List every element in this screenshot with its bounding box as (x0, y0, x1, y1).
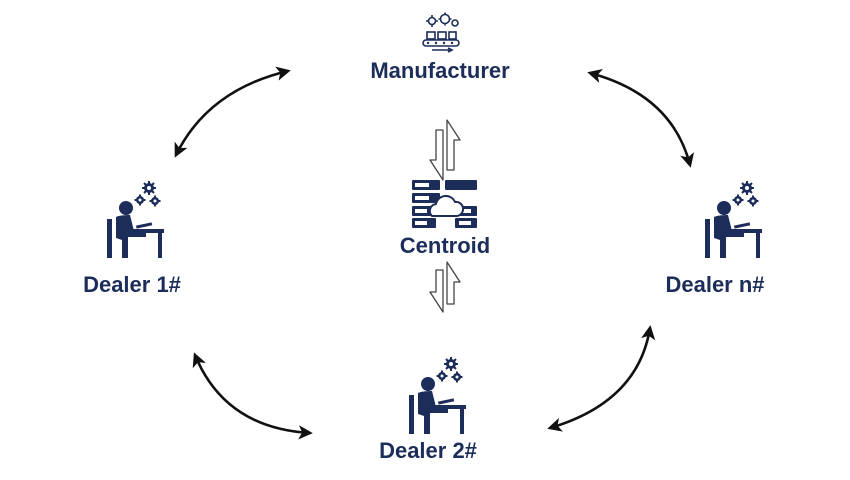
link-manufacturer-dealer-1 (174, 66, 291, 158)
dealer-1-person-desk-icon (100, 180, 164, 265)
centroid-label: Centroid (399, 233, 491, 258)
link-centroid-dealer-2 (429, 261, 461, 313)
dealer-1-label: Dealer 1# (83, 272, 181, 297)
cloud-server-icon (412, 180, 478, 233)
dealer-2-label: Dealer 2# (379, 438, 477, 463)
dealer-n-label: Dealer n# (665, 272, 765, 297)
dealer-n-person-desk-icon (698, 180, 762, 265)
link-dealer-2-dealer-n (547, 325, 656, 432)
link-manufacturer-dealer-n (587, 69, 695, 168)
link-manufacturer-centroid (429, 119, 461, 181)
factory-conveyor-icon (418, 12, 462, 59)
link-dealer-1-dealer-2 (192, 352, 313, 440)
dealer-2-person-desk-icon (402, 356, 466, 441)
manufacturer-label: Manufacturer (370, 58, 510, 83)
